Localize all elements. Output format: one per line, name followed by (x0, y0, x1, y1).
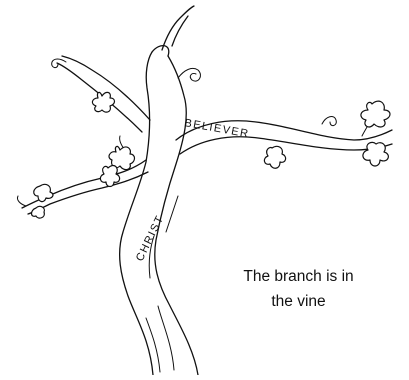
caption: The branch is in the vine (216, 264, 381, 314)
top-stem (162, 6, 200, 81)
tendrils (17, 59, 66, 206)
vine-leaves (32, 92, 391, 218)
caption-line-2: the vine (216, 289, 381, 314)
leaf-icon (363, 142, 388, 166)
leaf-icon (92, 92, 114, 112)
leaf-icon (361, 101, 390, 127)
leaf-icon (34, 184, 53, 201)
trunk-label: CHRIST (134, 213, 167, 263)
leaf-icon (264, 146, 285, 168)
caption-line-1: The branch is in (216, 264, 381, 289)
leaf-icon (32, 206, 45, 218)
vine-trunk (120, 46, 198, 375)
